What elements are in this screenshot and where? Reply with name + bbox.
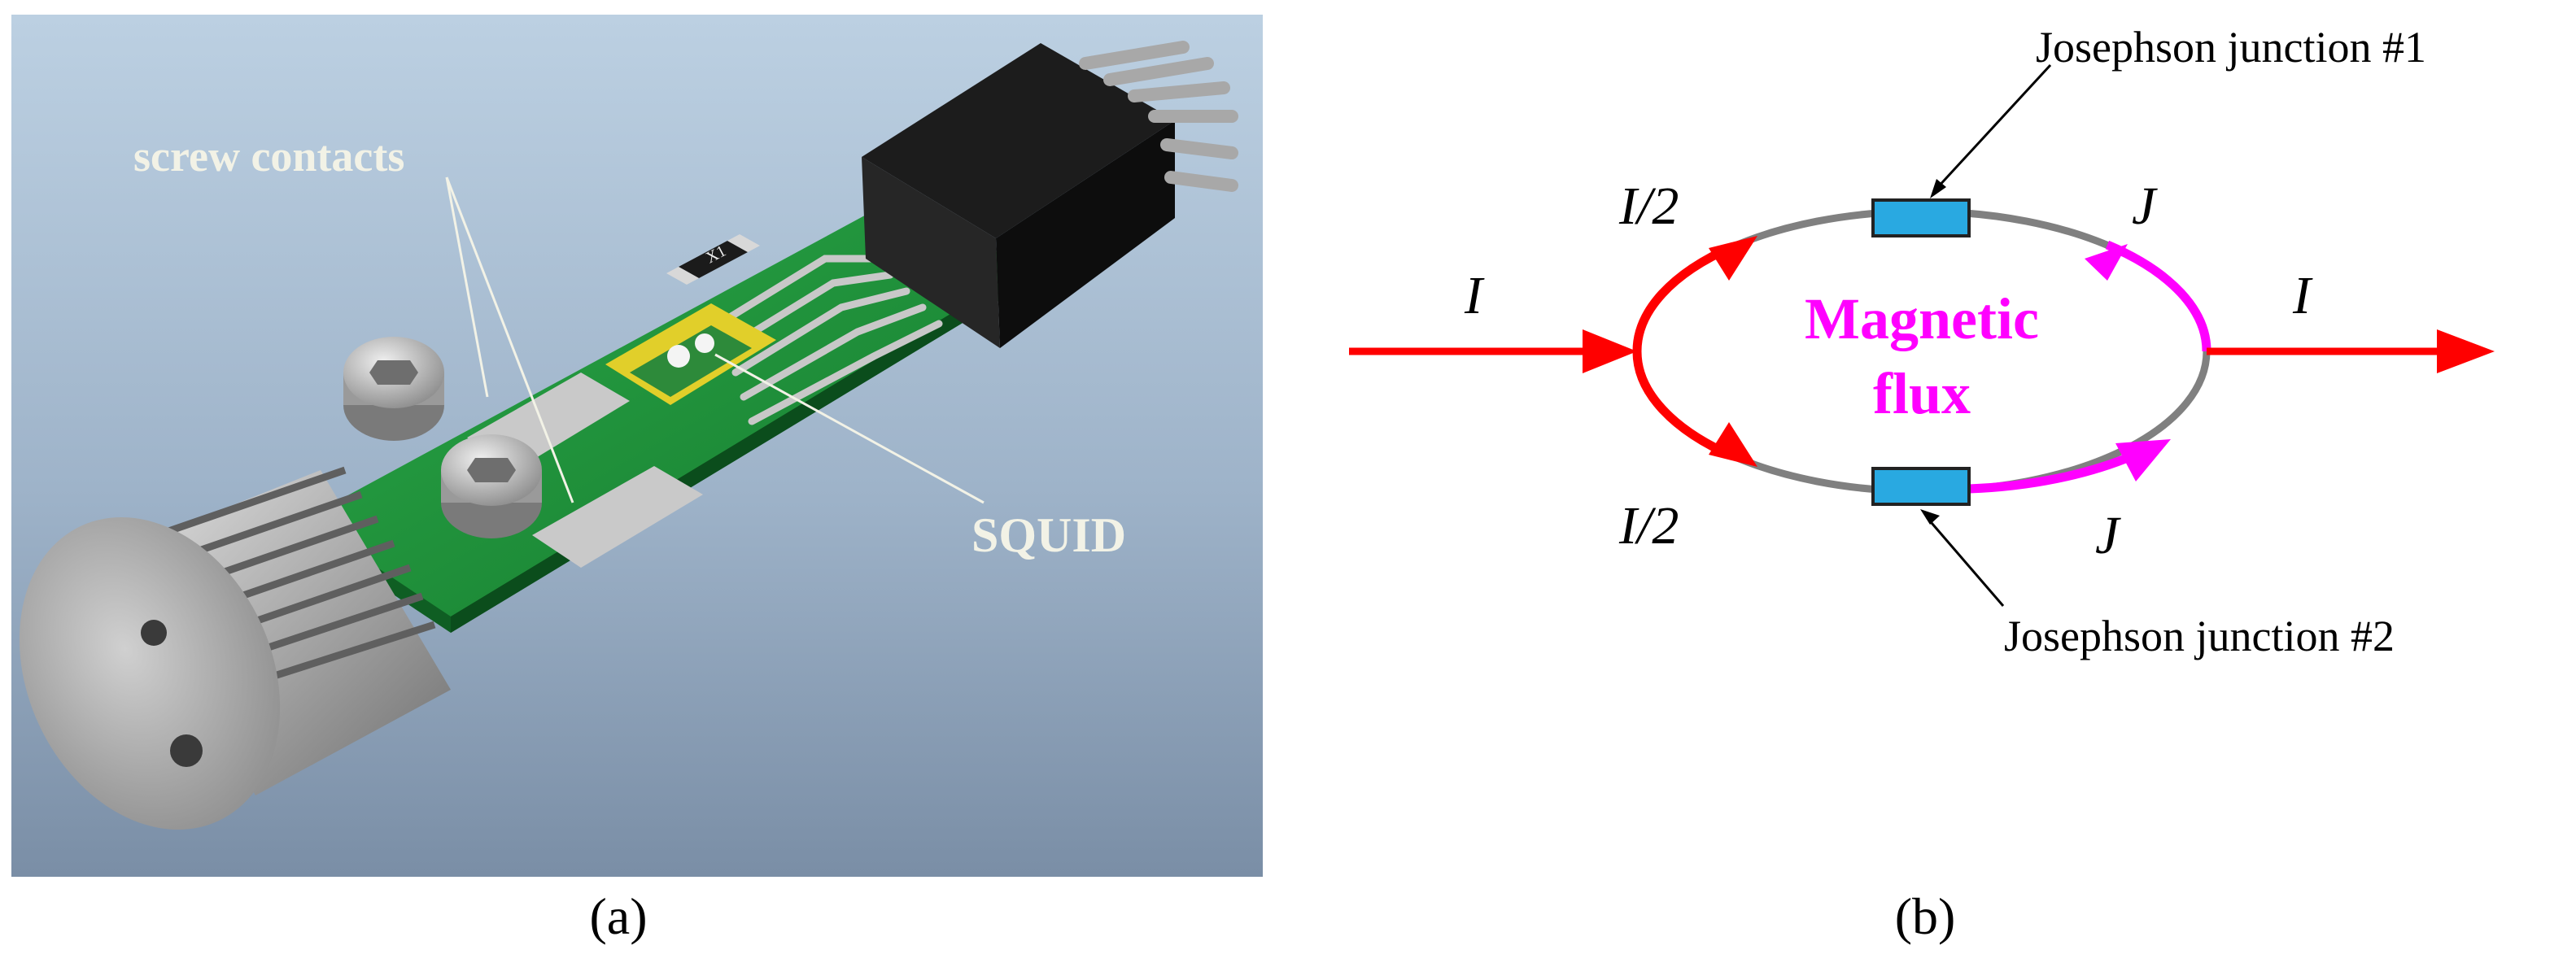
panel-a-caption: (a) xyxy=(589,887,648,945)
squid-sensor-render: X1 xyxy=(11,15,1263,877)
panel-b-caption: (b) xyxy=(1894,887,1956,945)
screw-contacts-label: screw contacts xyxy=(133,132,404,181)
connector-pins xyxy=(1079,41,1238,192)
output-arrowhead xyxy=(2441,329,2495,373)
screw-2 xyxy=(441,434,542,538)
panel-b xyxy=(1302,0,2576,887)
squid-chip xyxy=(605,303,776,405)
squid-label: SQUID xyxy=(971,508,1126,562)
squid-schematic xyxy=(1349,207,2495,496)
panel-a: X1 xyxy=(11,15,1263,877)
connector-block xyxy=(862,41,1238,348)
leader-lines xyxy=(445,176,985,504)
threaded-holder xyxy=(19,466,451,830)
screw-1 xyxy=(343,337,444,441)
input-arrowhead xyxy=(1574,329,1623,373)
pcb-traces xyxy=(715,255,943,425)
